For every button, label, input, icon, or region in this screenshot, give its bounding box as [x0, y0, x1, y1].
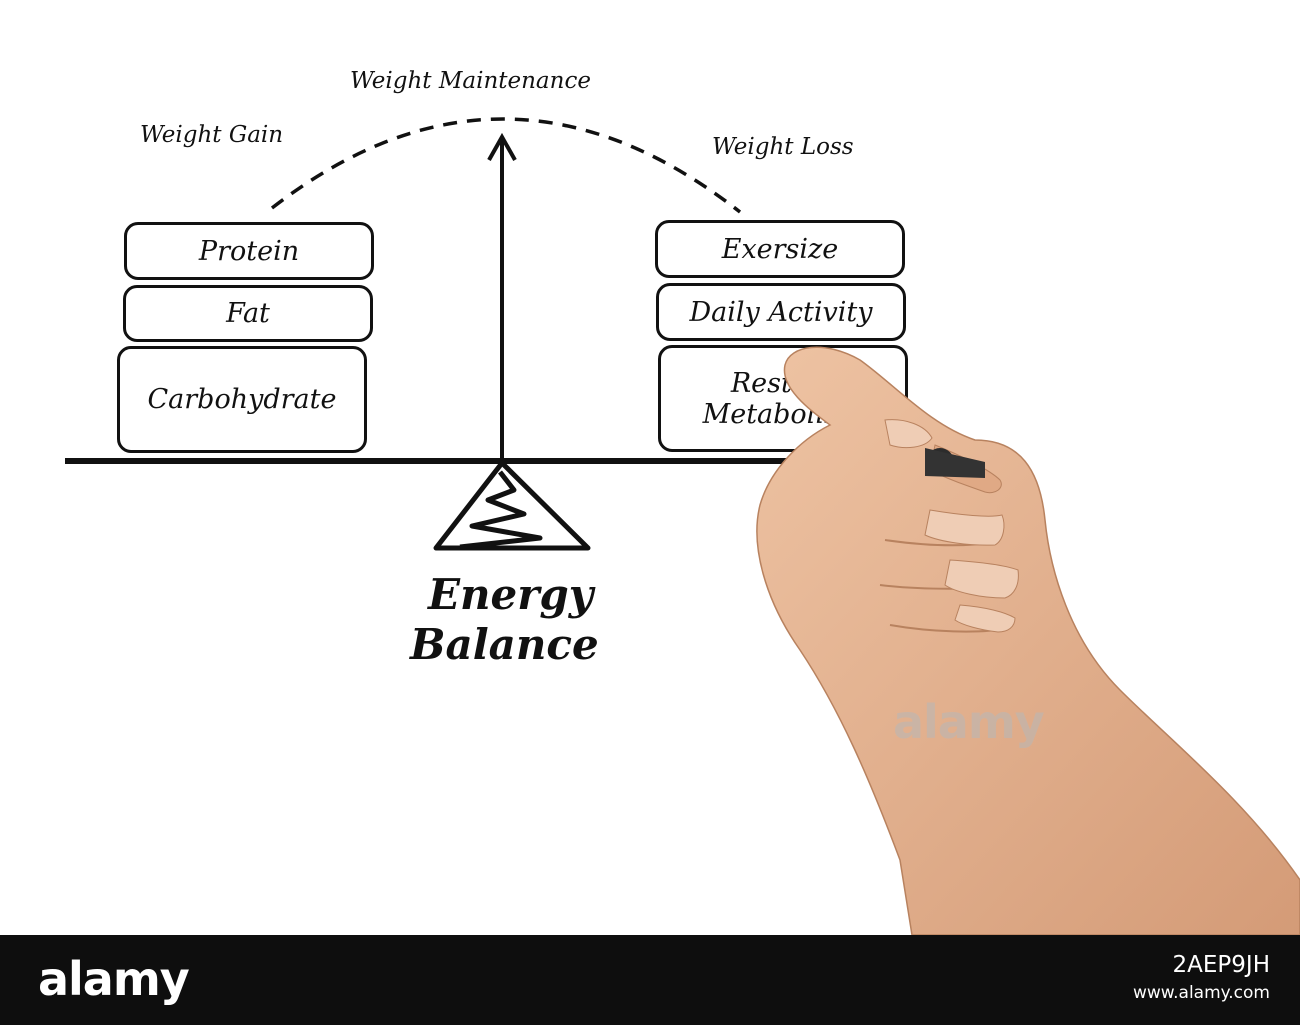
fat-box: Fat	[123, 285, 373, 342]
exercise-box: Exersize	[655, 220, 905, 278]
fulcrum-triangle	[433, 460, 591, 551]
stock-footer-bar: alamy 2AEP9JH www.alamy.com	[0, 935, 1300, 1025]
watermark: alamy	[893, 695, 1045, 749]
fat-label: Fat	[226, 298, 270, 329]
maintenance-arc	[270, 117, 742, 214]
fulcrum-zigzag	[459, 470, 543, 550]
image-id: 2AEP9JH	[1172, 952, 1270, 978]
exercise-label: Exersize	[721, 233, 839, 265]
image-id-block: 2AEP9JH www.alamy.com	[1133, 951, 1270, 1007]
protein-label: Protein	[198, 235, 300, 267]
hand-with-marker-illustration	[756, 346, 1300, 935]
carbohydrate-label: Carbohydrate	[147, 384, 337, 415]
title-line-1: Energy	[428, 570, 594, 619]
protein-box: Protein	[124, 222, 374, 280]
brand-logo: alamy	[38, 952, 190, 1006]
site-url: www.alamy.com	[1132, 983, 1270, 1003]
weight-maintenance-label: Weight Maintenance	[350, 68, 591, 94]
title-line-2: Balance	[410, 620, 599, 669]
daily-activity-box: Daily Activity	[656, 283, 906, 341]
daily-activity-label: Daily Activity	[689, 296, 873, 328]
carbohydrate-box: Carbohydrate	[117, 346, 367, 453]
weight-loss-label: Weight Loss	[712, 134, 854, 160]
maintenance-arrow-head	[487, 132, 517, 161]
weight-gain-label: Weight Gain	[140, 122, 284, 148]
